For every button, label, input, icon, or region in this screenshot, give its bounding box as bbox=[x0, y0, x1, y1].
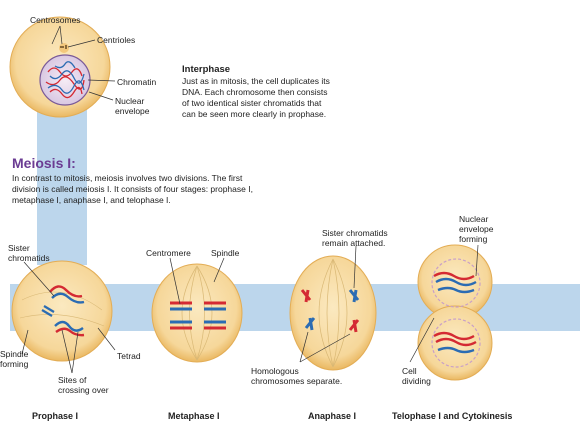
interphase-title: Interphase bbox=[182, 64, 230, 75]
label-tetrad: Tetrad bbox=[117, 351, 141, 361]
label-sites-crossing-over: Sites of crossing over bbox=[58, 375, 109, 395]
label-centromere: Centromere bbox=[146, 248, 191, 258]
label-homologous-separate: Homologous chromosomes separate. bbox=[251, 366, 342, 386]
stage-prophase-i: Prophase I bbox=[32, 411, 78, 421]
label-sister-chromatids: Sister chromatids bbox=[8, 243, 50, 263]
label-nuclear-envelope-forming: Nuclear envelope forming bbox=[459, 214, 494, 244]
label-spindle-forming: Spindle forming bbox=[0, 349, 28, 369]
label-cell-dividing: Cell dividing bbox=[402, 366, 431, 386]
centrosome bbox=[59, 43, 69, 53]
metaphase-cell bbox=[152, 258, 242, 362]
label-centrosomes: Centrosomes bbox=[30, 15, 81, 25]
meiosis-description: In contrast to mitosis, meiosis involves… bbox=[12, 173, 332, 206]
label-sister-chromatids-remain: Sister chromatids remain attached. bbox=[322, 228, 388, 248]
stage-metaphase-i: Metaphase I bbox=[168, 411, 220, 421]
meiosis-title: Meiosis I: bbox=[12, 155, 76, 171]
interphase-description: Just as in mitosis, the cell duplicates … bbox=[182, 76, 382, 120]
stage-telophase-i: Telophase I and Cytokinesis bbox=[392, 411, 512, 421]
anaphase-cell bbox=[290, 246, 376, 370]
label-spindle: Spindle bbox=[211, 248, 239, 258]
label-centrioles: Centrioles bbox=[97, 35, 135, 45]
label-nuclear-envelope: Nuclear envelope bbox=[115, 96, 150, 116]
label-chromatin: Chromatin bbox=[117, 77, 156, 87]
interphase-cell bbox=[10, 17, 115, 117]
stage-anaphase-i: Anaphase I bbox=[308, 411, 356, 421]
